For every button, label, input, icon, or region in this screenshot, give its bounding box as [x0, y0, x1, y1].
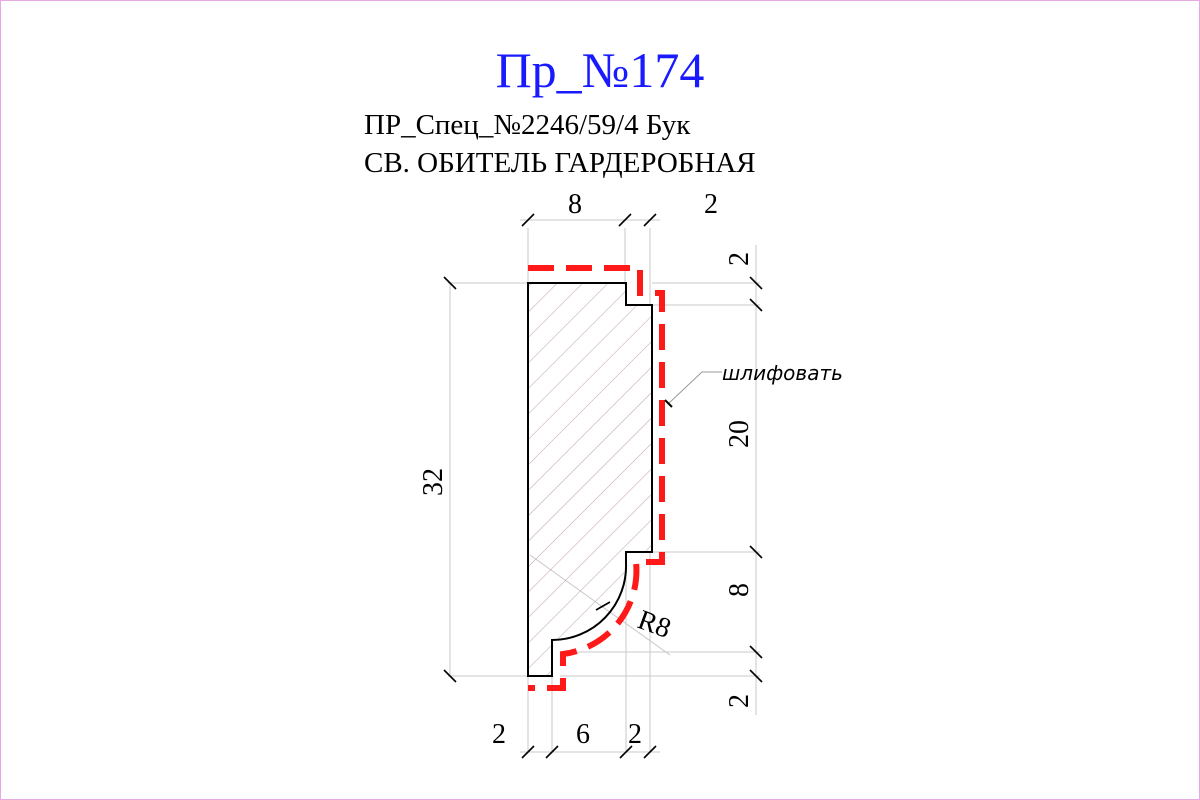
profile-title: Пр_№174: [495, 42, 705, 98]
dim-top-step: 2: [704, 189, 718, 220]
dim-right-bottom: 2: [724, 694, 755, 708]
sanding-contour: [528, 265, 665, 691]
profile-section: [527, 282, 653, 677]
sanding-note: шлифовать: [722, 361, 843, 385]
spec-line: ПР_Спец_№2246/59/4 Бук: [364, 109, 691, 141]
dim-top-width: 8: [568, 189, 582, 220]
dim-right-middle: 20: [724, 420, 755, 448]
dim-total-height: 32: [418, 468, 449, 496]
dim-bottom-right: 2: [628, 719, 642, 750]
dimension-ticks: [443, 213, 763, 759]
object-line: СВ. ОБИТЕЛЬ ГАРДЕРОБНАЯ: [364, 147, 756, 179]
note-leader: [667, 371, 722, 405]
note-leader-tick: [664, 399, 673, 408]
dim-right-lower: 8: [724, 583, 755, 597]
dim-bottom-left: 2: [492, 719, 506, 750]
dim-bottom-middle: 6: [576, 719, 590, 750]
dim-radius: R8: [634, 604, 675, 644]
dim-right-top: 2: [724, 252, 755, 266]
